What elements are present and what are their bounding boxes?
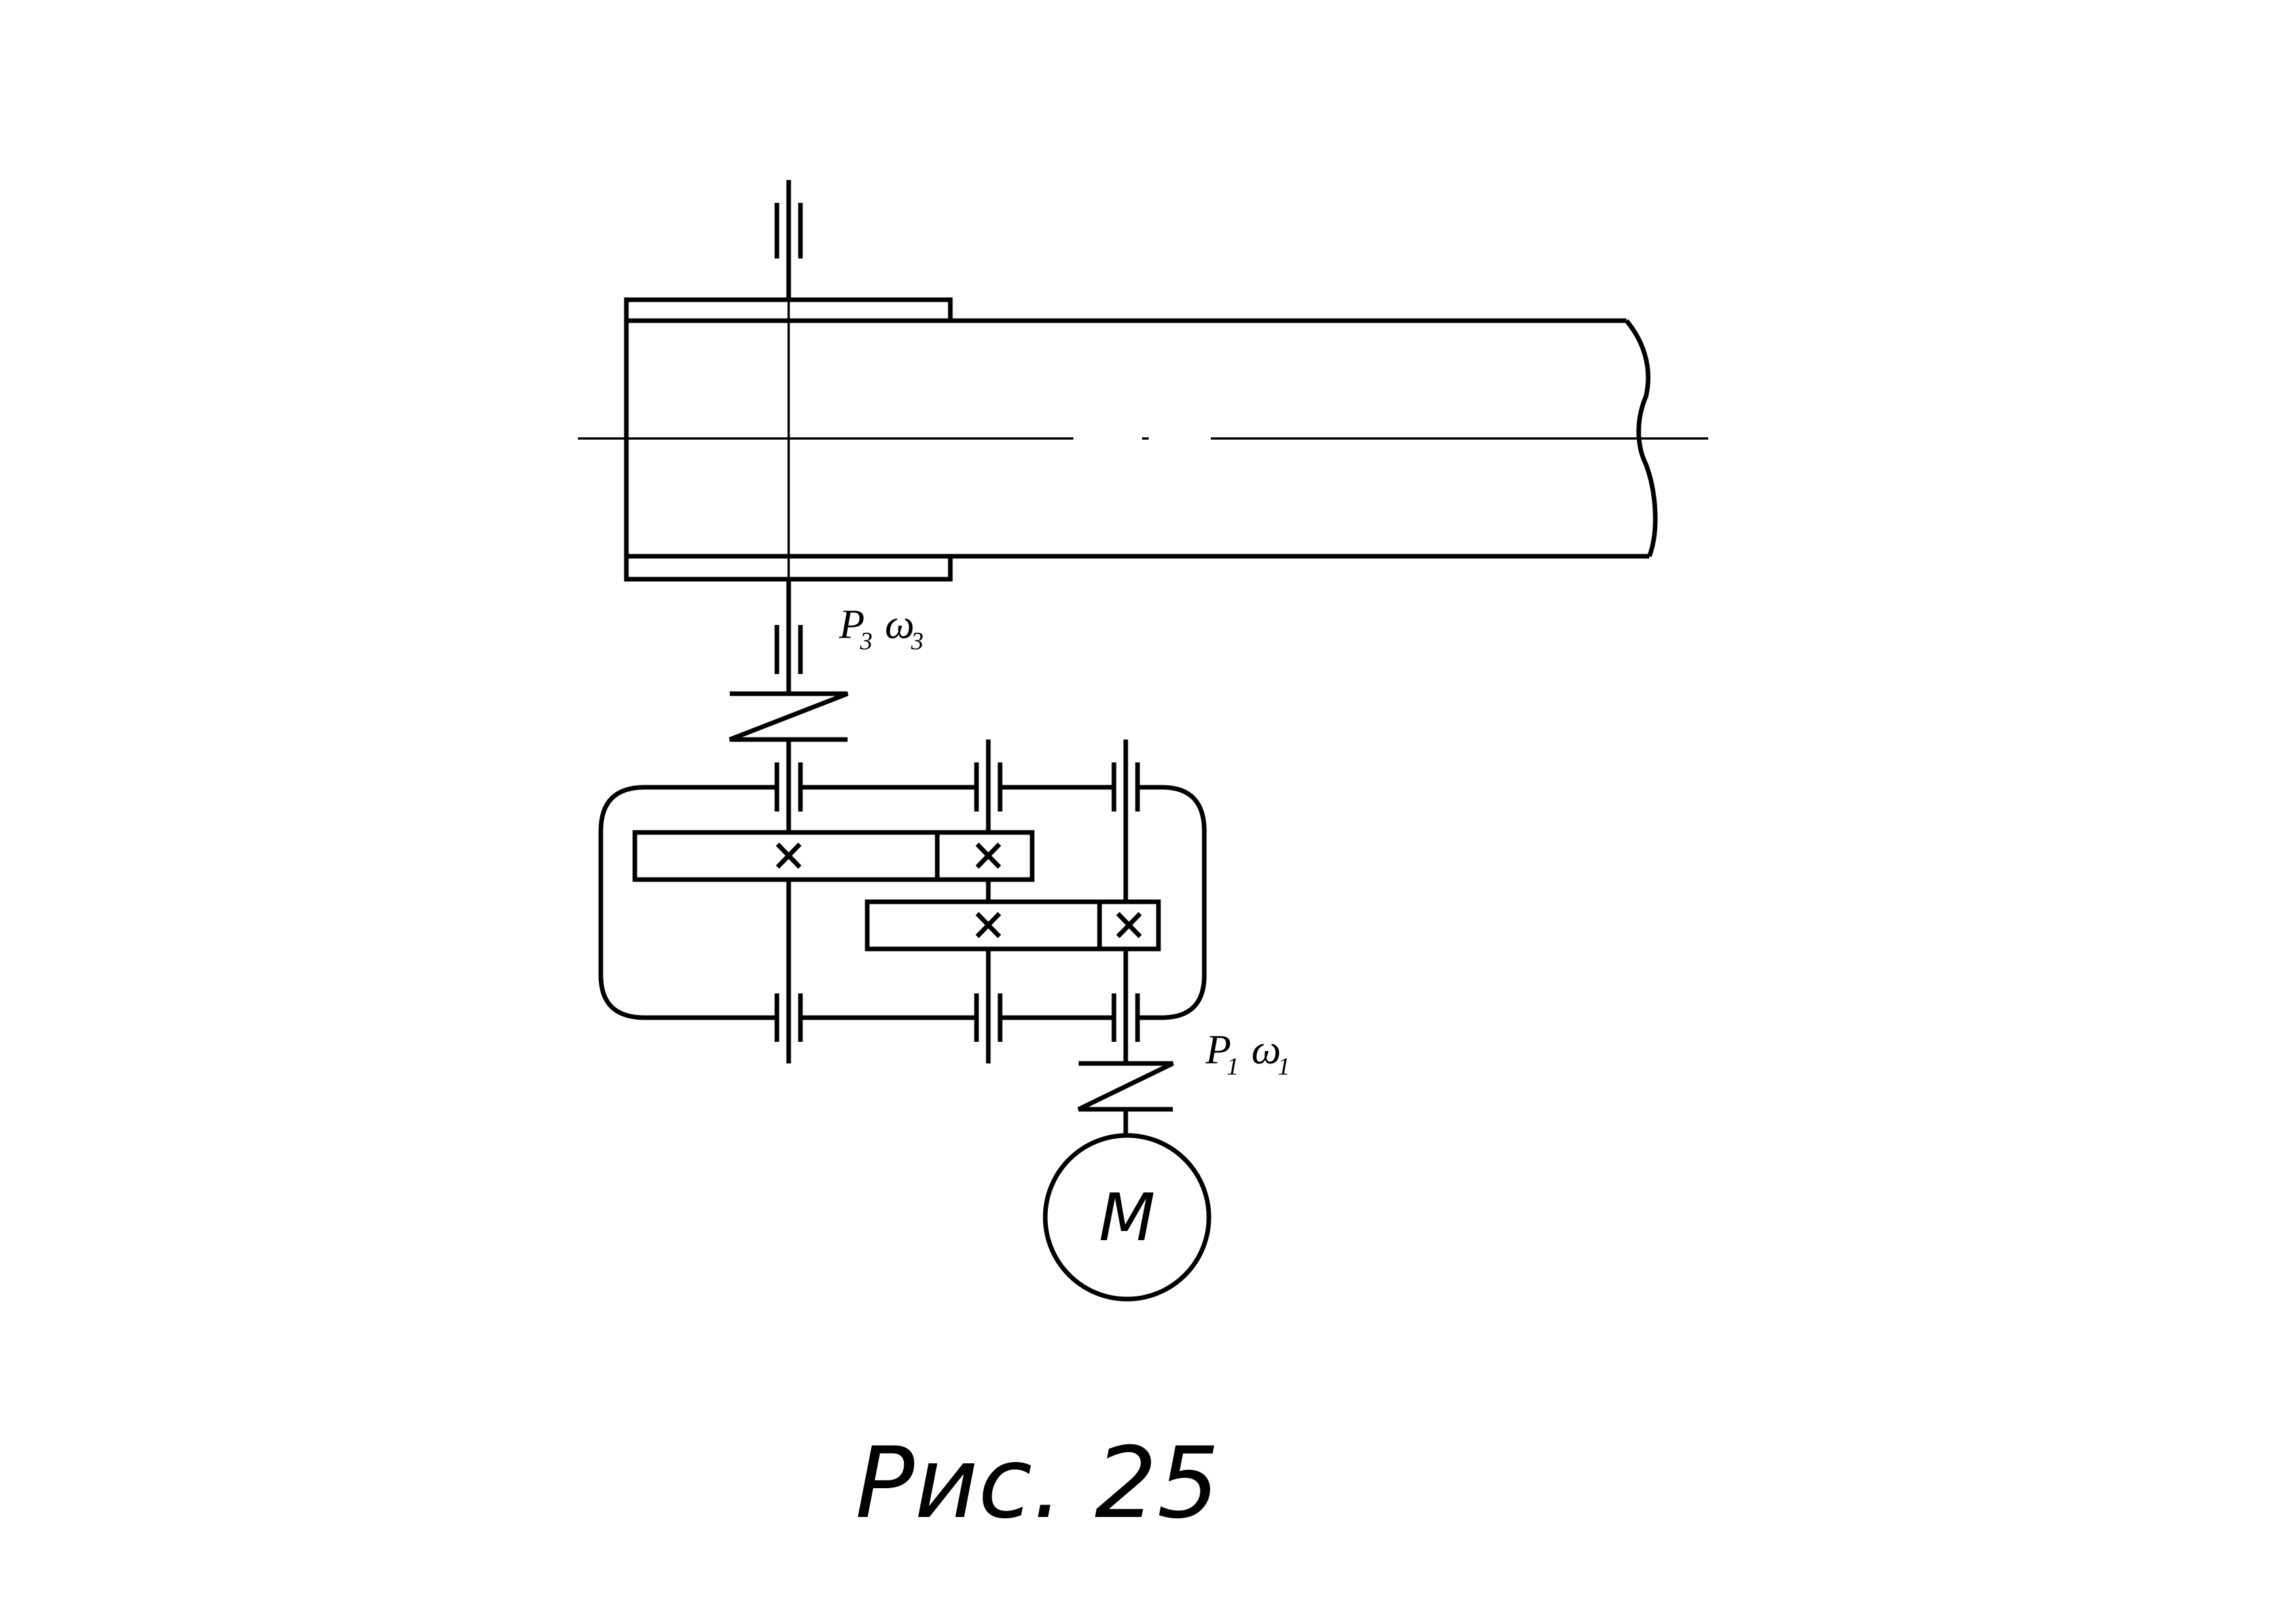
- gearbox-housing: [598, 785, 1207, 1020]
- gear-stage-2: [632, 830, 1035, 882]
- pinion-1: [1097, 899, 1161, 952]
- output-power-label: P 3 ω 3: [838, 601, 924, 655]
- output-shaft: [774, 180, 803, 694]
- gear-cross-1: [1116, 912, 1142, 938]
- input-speed-symbol: ω: [1251, 1026, 1281, 1073]
- figure-caption: Рис. 25: [855, 1427, 1220, 1541]
- gear-cross-2b: [975, 912, 1001, 938]
- gear-cross-2a: [975, 842, 1001, 869]
- input-power-subscript: 1: [1227, 1053, 1239, 1080]
- input-coupling: [1077, 1061, 1174, 1135]
- drive-drum: [578, 297, 1708, 582]
- output-power-symbol: P: [838, 601, 865, 647]
- motor-label: M: [1099, 1179, 1155, 1256]
- output-power-subscript: 3: [859, 628, 872, 655]
- output-coupling-symbol: [728, 691, 849, 742]
- gear-stage-1: [865, 899, 1161, 952]
- input-power-symbol: P: [1205, 1026, 1231, 1073]
- housing-outline: [598, 785, 776, 1020]
- input-coupling-symbol: [1077, 1061, 1174, 1112]
- output-speed-symbol: ω: [885, 601, 914, 647]
- input-speed-subscript: 1: [1278, 1053, 1290, 1080]
- gear-wheel-2: [865, 899, 1102, 952]
- housing-right-wall: [1138, 785, 1207, 1020]
- pinion-2: [935, 830, 1035, 882]
- motor-circle: [1043, 1133, 1211, 1302]
- gear-cross-3: [776, 842, 802, 869]
- output-speed-subscript: 3: [910, 628, 924, 655]
- electric-motor: M: [1043, 1133, 1211, 1302]
- input-power-label: P 1 ω 1: [1205, 1026, 1290, 1080]
- drum-break-line: [1624, 319, 1658, 558]
- housing-bearings: [774, 762, 1140, 1042]
